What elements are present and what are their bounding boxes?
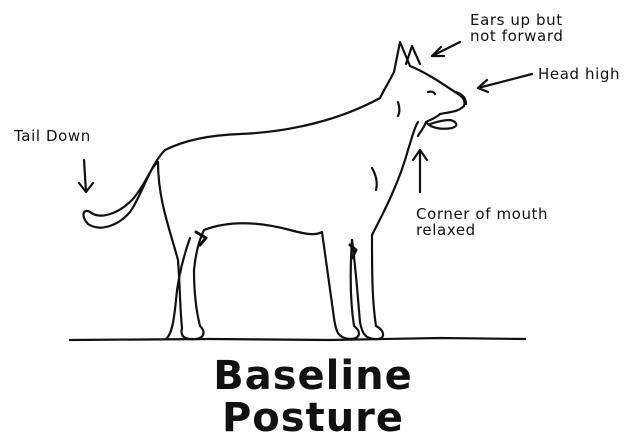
head-annotation: Head high — [538, 66, 620, 82]
head — [410, 66, 465, 114]
ears-annotation-line-2: not forward — [470, 28, 563, 44]
ground-line — [70, 338, 525, 340]
hind-leg — [158, 162, 204, 339]
mouth — [426, 114, 456, 129]
annotation-arrows — [79, 42, 532, 192]
ears-annotation: Ears up but not forward — [470, 12, 563, 44]
eye — [428, 92, 435, 94]
mouth-annotation-line-1: Corner of mouth — [416, 206, 548, 222]
mouth-annotation: Corner of mouth relaxed — [416, 206, 548, 238]
dog-figure — [84, 42, 466, 339]
caption-line-2: Posture — [0, 398, 626, 438]
caption-line-1: Baseline — [0, 356, 626, 396]
tail — [84, 150, 165, 228]
mouth-annotation-line-2: relaxed — [416, 222, 548, 238]
tail-annotation: Tail Down — [14, 128, 91, 144]
ears-annotation-line-1: Ears up but — [470, 12, 563, 28]
